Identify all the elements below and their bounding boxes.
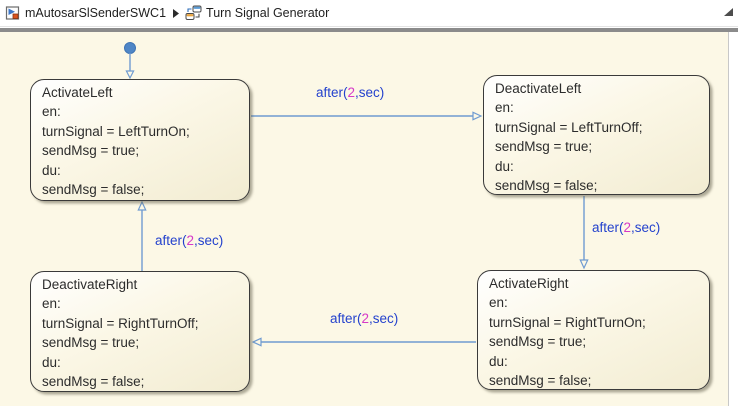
state-action-line: turnSignal = LeftTurnOff; [495, 119, 643, 135]
state-activateleft[interactable]: ActivateLeft en: turnSignal = LeftTurnOn… [30, 79, 250, 201]
transition-label-1[interactable]: after(2,sec) [316, 85, 384, 100]
chart-canvas[interactable]: ActivateLeft en: turnSignal = LeftTurnOn… [0, 32, 738, 406]
breadcrumb-arrow-icon[interactable] [173, 8, 180, 18]
state-action-line: du: [489, 353, 508, 369]
transition-arrowhead [125, 70, 135, 80]
breadcrumb: mAutosarSlSenderSWC1 Turn Signal Generat… [0, 0, 738, 27]
label-keyword: ,sec) [631, 220, 661, 235]
breadcrumb-chart-label: Turn Signal Generator [206, 6, 330, 20]
breadcrumb-item-chart[interactable]: Turn Signal Generator [185, 5, 329, 21]
transition-arrowhead [579, 259, 589, 270]
transition-activateright-deactivateright[interactable] [251, 337, 476, 347]
transition-label-3[interactable]: after(2,sec) [330, 311, 398, 326]
transition-label-2[interactable]: after(2,sec) [592, 220, 660, 235]
state-action-line: en: [42, 104, 61, 120]
state-deactivateleft[interactable]: DeactivateLeft en: turnSignal = LeftTurn… [483, 75, 710, 195]
state-activateright[interactable]: ActivateRight en: turnSignal = RightTurn… [477, 270, 710, 390]
state-action-line: du: [42, 354, 61, 370]
state-action-line: sendMsg = true; [42, 335, 140, 351]
stateflow-chart-icon [185, 5, 202, 20]
state-action-line: turnSignal = RightTurnOn; [489, 314, 646, 330]
transition-layer [124, 42, 589, 347]
state-action-line: sendMsg = false; [42, 374, 145, 390]
model-block-icon [5, 6, 20, 20]
breadcrumb-model-label: mAutosarSlSenderSWC1 [25, 6, 167, 20]
transition-arrowhead [472, 111, 483, 121]
default-transition[interactable] [124, 42, 136, 80]
label-keyword: after( [316, 85, 348, 100]
transition-arrowhead [137, 200, 147, 211]
state-action-line: turnSignal = LeftTurnOn; [42, 123, 190, 139]
state-title: DeactivateLeft [495, 81, 582, 96]
breadcrumb-item-model[interactable]: mAutosarSlSenderSWC1 [5, 5, 166, 21]
label-number: 2 [347, 85, 356, 100]
state-action-line: sendMsg = false; [42, 182, 145, 198]
state-action-line: du: [42, 162, 61, 178]
toolbar-divider [0, 28, 738, 32]
transition-label-4[interactable]: after(2,sec) [155, 233, 223, 248]
default-transition-dot [124, 42, 136, 54]
state-action-line: sendMsg = true; [495, 139, 593, 155]
label-keyword: ,sec) [194, 233, 224, 248]
state-title: ActivateLeft [42, 85, 113, 100]
transition-activateleft-deactivateleft[interactable] [251, 111, 483, 121]
transition-deactivateleft-activateright[interactable] [579, 196, 589, 270]
label-keyword: after( [592, 220, 624, 235]
state-action-line: sendMsg = false; [489, 373, 592, 389]
label-keyword: ,sec) [369, 311, 399, 326]
state-deactivateright[interactable]: DeactivateRight en: turnSignal = RightTu… [30, 271, 250, 392]
label-keyword: after( [330, 311, 362, 326]
scrollbar-track[interactable] [728, 32, 738, 406]
state-action-line: en: [489, 295, 508, 311]
state-action-line: sendMsg = true; [489, 334, 587, 350]
label-keyword: ,sec) [355, 85, 385, 100]
state-action-line: sendMsg = false; [495, 178, 598, 194]
label-number: 2 [186, 233, 195, 248]
transition-arrowhead [251, 337, 262, 347]
state-title: DeactivateRight [42, 277, 138, 292]
label-number: 2 [361, 311, 370, 326]
corner-triangle-icon[interactable] [724, 3, 733, 21]
transition-deactivateright-activateleft[interactable] [137, 200, 147, 271]
state-action-line: en: [495, 100, 514, 116]
label-keyword: after( [155, 233, 187, 248]
state-action-line: turnSignal = RightTurnOff; [42, 315, 199, 331]
state-title: ActivateRight [489, 276, 569, 291]
state-action-line: sendMsg = true; [42, 143, 140, 159]
state-action-line: du: [495, 158, 514, 174]
state-action-line: en: [42, 296, 61, 312]
label-number: 2 [623, 220, 632, 235]
